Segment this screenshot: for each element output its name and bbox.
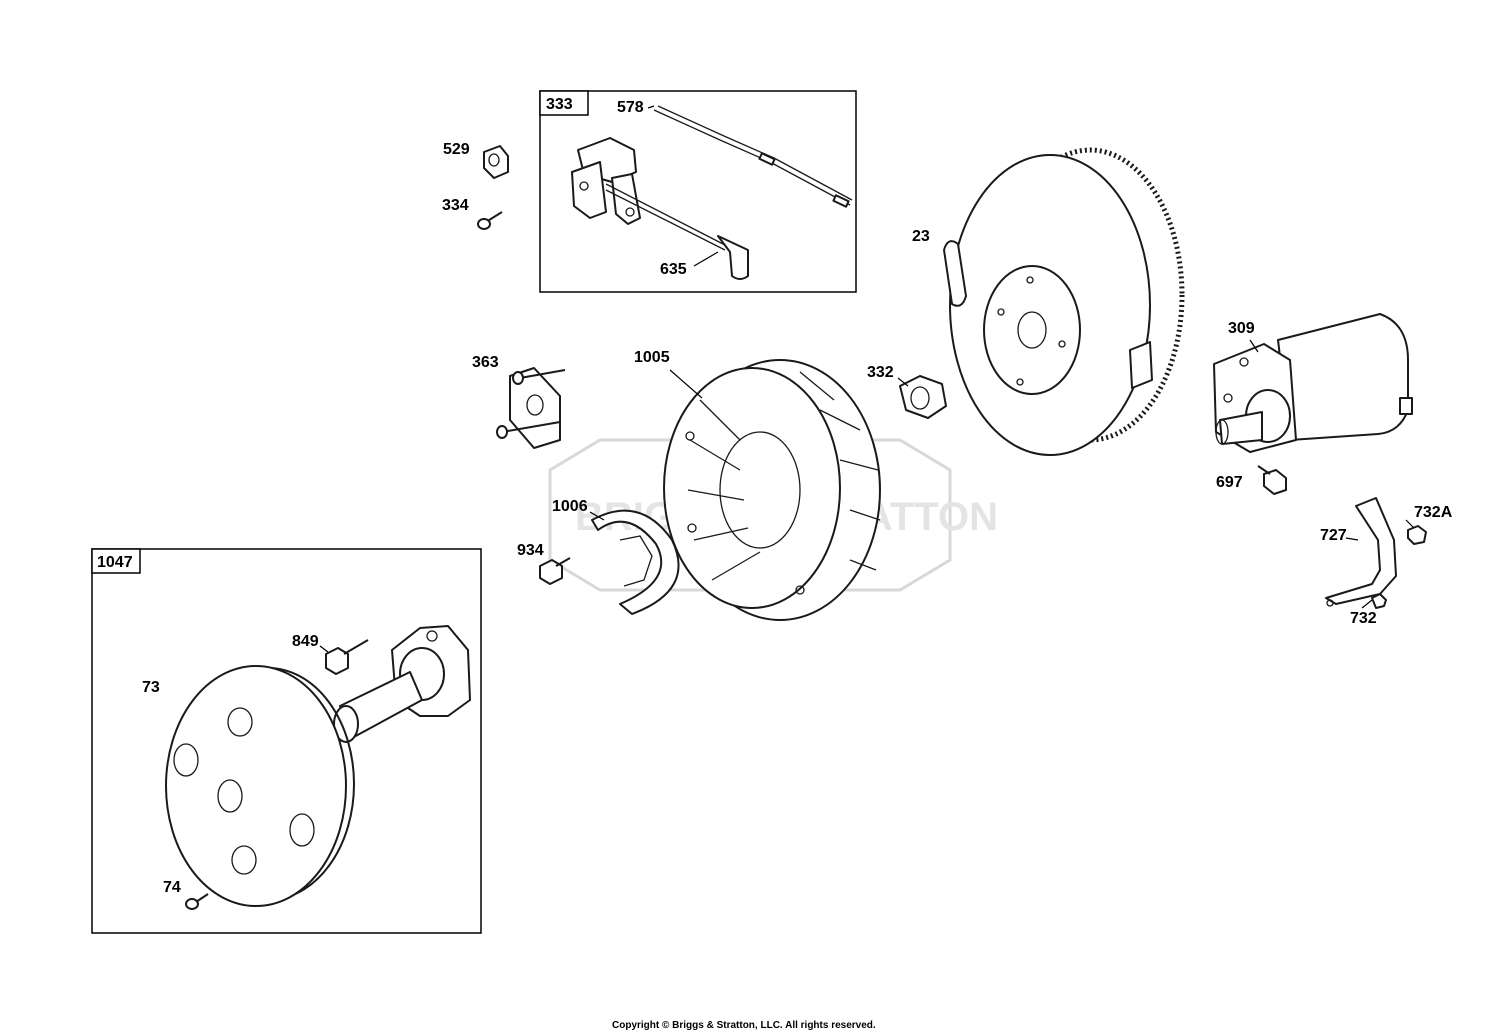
part-1047-starter-clutch[interactable] [333, 625, 471, 743]
callout-332[interactable]: 332 [867, 364, 894, 381]
part-332-nut[interactable] [899, 375, 947, 419]
callout-635[interactable]: 635 [660, 261, 687, 278]
part-529-spacer[interactable] [483, 145, 509, 179]
callout-363[interactable]: 363 [472, 354, 499, 371]
callout-529[interactable]: 529 [443, 141, 470, 158]
callout-849[interactable]: 849 [292, 633, 319, 650]
callout-74[interactable]: 74 [163, 879, 181, 896]
callout-934[interactable]: 934 [517, 542, 544, 559]
callout-732A[interactable]: 732A [1414, 504, 1453, 521]
callout-333[interactable]: 333 [546, 96, 573, 113]
callout-309[interactable]: 309 [1228, 320, 1255, 337]
part-74-screw[interactable] [185, 893, 209, 910]
part-727-bracket[interactable] [1325, 497, 1397, 607]
part-333-ignition-module[interactable] [571, 137, 749, 280]
callout-334[interactable]: 334 [442, 197, 469, 214]
callout-732[interactable]: 732 [1350, 610, 1377, 627]
part-363-bracket[interactable] [496, 367, 566, 449]
part-309-starter[interactable] [1213, 313, 1413, 453]
part-732-screw[interactable] [1371, 593, 1387, 609]
callout-73[interactable]: 73 [142, 679, 160, 696]
copyright-notice: Copyright © Briggs & Stratton, LLC. All … [612, 1020, 876, 1031]
callout-578[interactable]: 578 [617, 99, 644, 116]
callout-23[interactable]: 23 [912, 228, 930, 245]
part-1006-retainer[interactable] [591, 509, 680, 615]
callout-1047[interactable]: 1047 [97, 554, 133, 571]
callout-727[interactable]: 727 [1320, 527, 1347, 544]
group-box-1047: 1047 [91, 548, 482, 934]
part-23-flywheel[interactable] [943, 147, 1185, 456]
part-1005-fan[interactable] [663, 359, 881, 621]
part-849-bolt[interactable] [325, 639, 369, 675]
callout-697[interactable]: 697 [1216, 474, 1243, 491]
part-934-bolt[interactable] [539, 557, 571, 585]
callout-1006[interactable]: 1006 [552, 498, 588, 515]
part-334-screw[interactable] [477, 211, 503, 230]
callout-1005[interactable]: 1005 [634, 349, 670, 366]
callout-labels: 578 529 334 635 23 363 1005 332 309 697 … [142, 99, 1453, 896]
part-578-ground-wire[interactable] [653, 105, 853, 208]
group-box-333: 333 [539, 90, 857, 293]
leader-lines [319, 105, 1415, 653]
part-732A-nut[interactable] [1407, 525, 1427, 545]
part-697-bolt[interactable] [1257, 465, 1287, 495]
part-73-screen[interactable] [165, 665, 355, 907]
